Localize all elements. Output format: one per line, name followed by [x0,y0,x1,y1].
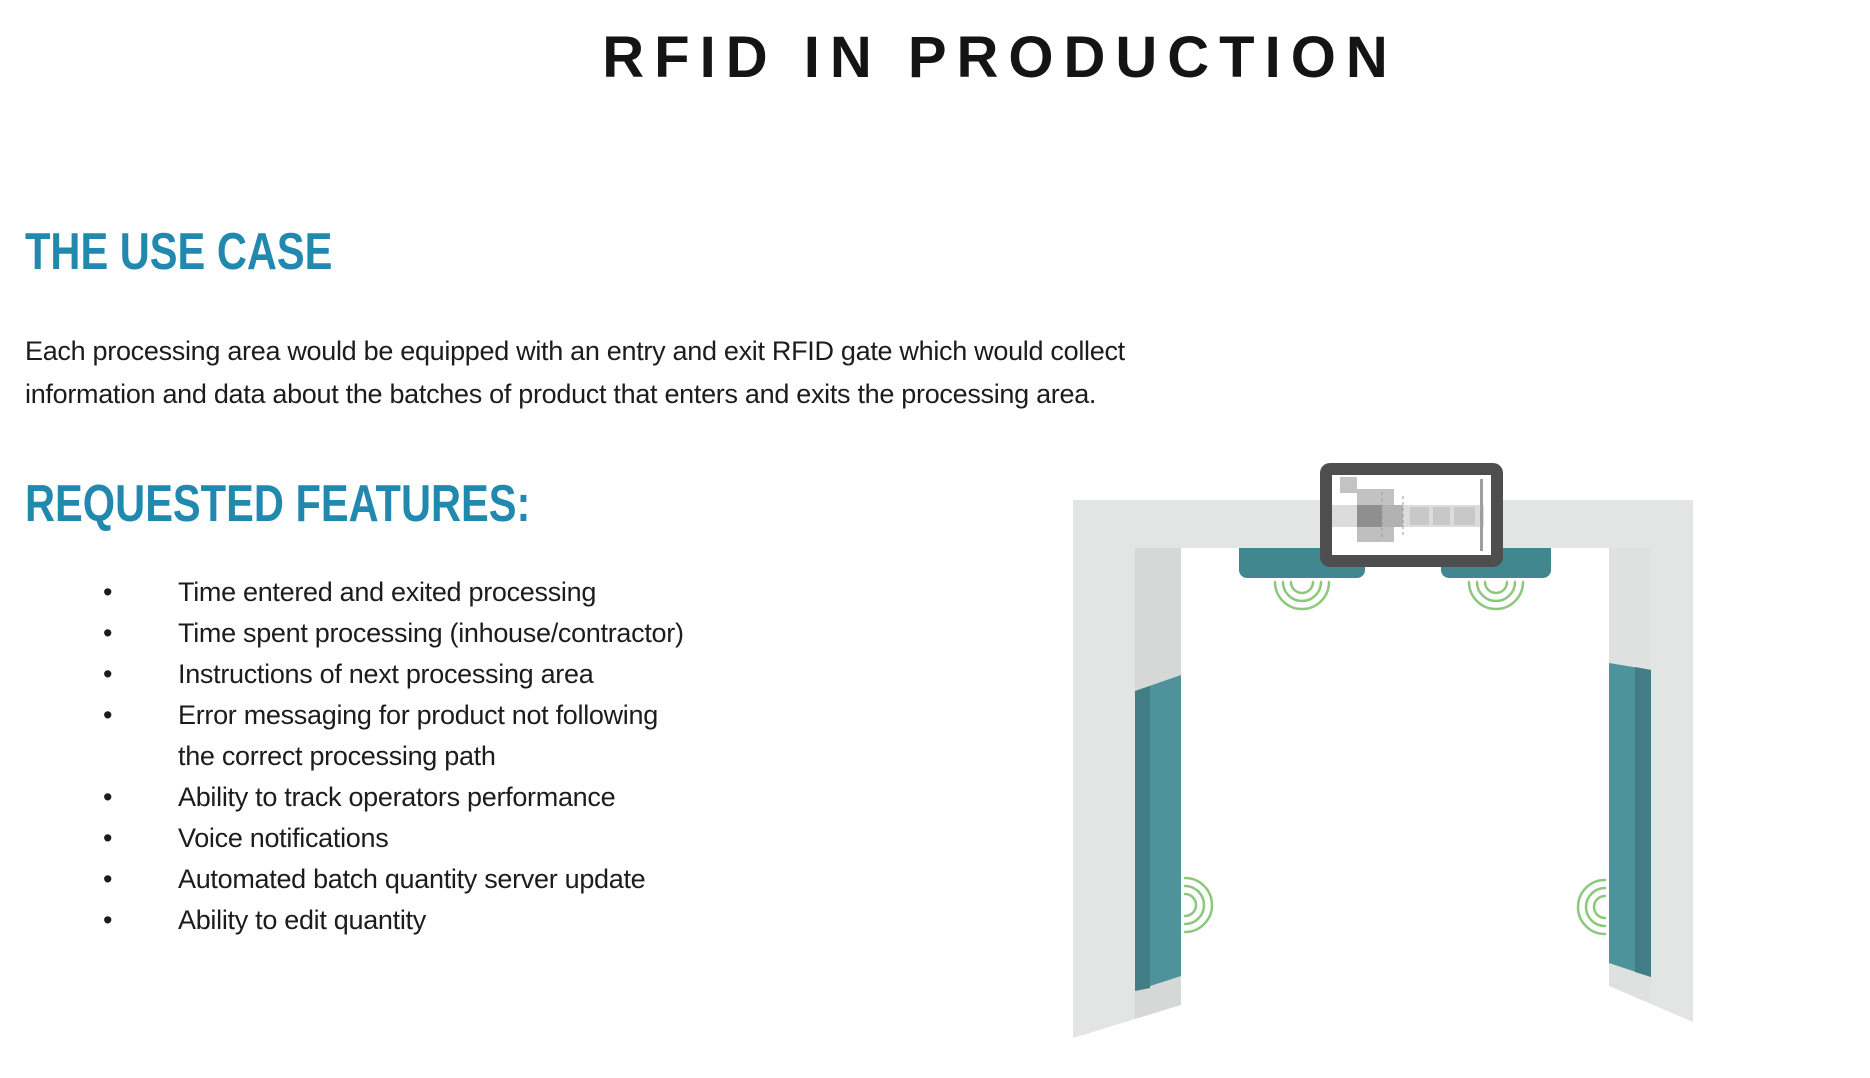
features-heading: REQUESTED FEATURES: [25,475,531,533]
right-side-panel-shadow [1635,667,1651,977]
page-title: RFID IN PRODUCTION [602,25,1398,90]
rfid-signal-top-right-icon [1467,580,1525,611]
monitor-screen-content [1332,477,1484,551]
feature-item: Ability to track operators performance [25,777,684,818]
right-pillar-outer [1651,500,1693,1045]
feature-item: Instructions of next processing area [25,654,684,695]
right-pillar-floor-cut [1609,986,1693,1045]
rfid-gate-illustration [1073,460,1693,1045]
rfid-signals [1183,580,1607,936]
left-side-panel-shadow [1135,686,1150,991]
feature-item: Error messaging for product not followin… [25,695,684,777]
feature-item: Voice notifications [25,818,684,859]
rfid-signal-bottom-left-icon [1183,876,1214,934]
feature-item: Automated batch quantity server update [25,859,684,900]
left-pillar-outer [1073,500,1135,1045]
features-list: Time entered and exited processing Time … [25,572,684,941]
use-case-heading: THE USE CASE [25,223,333,281]
side-panels [1135,663,1651,991]
rfid-signal-top-left-icon [1273,580,1331,611]
use-case-body: Each processing area would be equipped w… [25,336,1125,409]
feature-item: Time spent processing (inhouse/contracto… [25,613,684,654]
feature-item: Time entered and exited processing [25,572,684,613]
feature-item: Ability to edit quantity [25,900,684,941]
left-pillar-floor-cut [1073,1005,1181,1045]
monitor [1320,463,1503,567]
rfid-signal-bottom-right-icon [1576,878,1607,936]
